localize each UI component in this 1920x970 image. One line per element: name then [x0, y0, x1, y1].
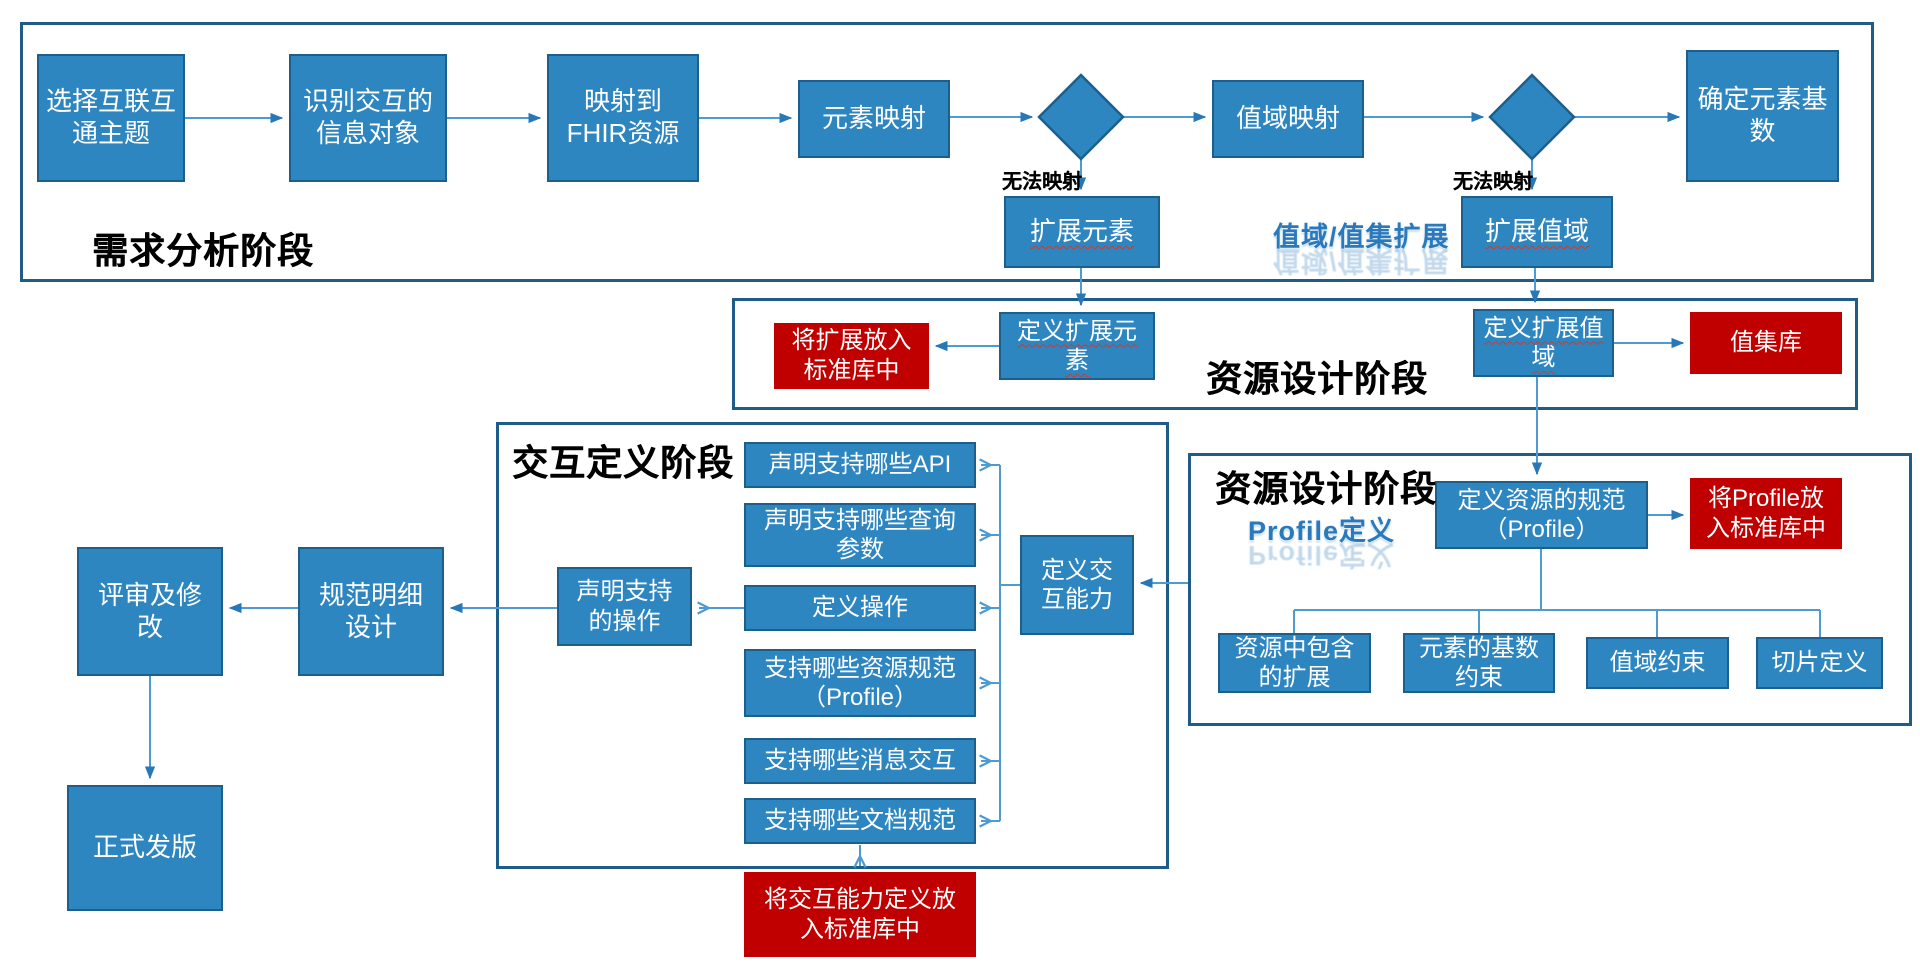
- title-interaction-definition: 交互定义阶段: [512, 442, 735, 483]
- wordart-valueset-extension: 值域/值集扩展 值域/值集扩展: [1273, 222, 1450, 277]
- node-declare-api: 声明支持哪些API: [744, 442, 976, 488]
- node-define-resource-profile: 定义资源的规范 （Profile）: [1435, 481, 1648, 549]
- node-slice-definition: 切片定义: [1756, 637, 1883, 689]
- title-requirements-analysis: 需求分析阶段: [92, 230, 315, 271]
- node-put-profile-library: 将Profile放 入标准库中: [1690, 478, 1842, 549]
- wordart-valueset-extension-text: 值域/值集扩展: [1273, 222, 1450, 252]
- node-element-mapping: 元素映射: [798, 80, 950, 158]
- wordart-profile-definition-reflection: Profile定义: [1248, 540, 1396, 570]
- node-define-capability: 定义交 互能力: [1020, 535, 1134, 635]
- node-define-ext-valueset: 定义扩展值 域: [1473, 309, 1614, 377]
- node-support-messages: 支持哪些消息交互: [744, 738, 976, 784]
- node-support-documents: 支持哪些文档规范: [744, 798, 976, 844]
- panel-requirements-analysis: [20, 22, 1874, 282]
- label-cannot-map-2: 无法映射: [1453, 171, 1533, 193]
- node-valueset-mapping: 值域映射: [1212, 80, 1364, 158]
- node-map-fhir: 映射到 FHIR资源: [547, 54, 699, 182]
- node-put-capability-library: 将交互能力定义放 入标准库中: [744, 872, 976, 957]
- node-declare-query-params: 声明支持哪些查询 参数: [744, 503, 976, 567]
- node-extend-valueset: 扩展值域: [1461, 196, 1613, 268]
- node-identify-objects: 识别交互的 信息对象: [289, 54, 447, 182]
- panel-interaction-definition: [496, 422, 1169, 869]
- node-declare-operations: 声明支持 的操作: [557, 567, 692, 646]
- node-review-modify: 评审及修 改: [77, 547, 223, 676]
- node-define-operation: 定义操作: [744, 585, 976, 631]
- node-valueset-constraint: 值域约束: [1586, 637, 1729, 689]
- node-resource-extensions: 资源中包含 的扩展: [1218, 633, 1371, 693]
- wordart-valueset-extension-reflection: 值域/值集扩展: [1273, 246, 1450, 276]
- node-define-ext-element: 定义扩展元 素: [999, 312, 1155, 380]
- wordart-profile-definition-text: Profile定义: [1248, 516, 1396, 546]
- node-confirm-cardinality: 确定元素基 数: [1686, 50, 1839, 182]
- wordart-profile-definition: Profile定义 Profile定义: [1248, 516, 1396, 571]
- title-resource-design-mid: 资源设计阶段: [1206, 358, 1429, 399]
- node-select-topic: 选择互联互 通主题: [37, 54, 185, 182]
- node-valueset-library: 值集库: [1690, 312, 1842, 374]
- panel-resource-design-right: [1188, 453, 1912, 726]
- node-put-extension-library: 将扩展放入 标准库中: [774, 323, 929, 389]
- node-element-cardinality: 元素的基数 约束: [1403, 633, 1555, 693]
- panel-resource-design-mid: [732, 298, 1858, 410]
- label-cannot-map-1: 无法映射: [1002, 171, 1082, 193]
- title-resource-design-right: 资源设计阶段: [1215, 468, 1438, 509]
- node-detail-design: 规范明细 设计: [298, 547, 444, 676]
- node-official-release: 正式发版: [67, 785, 223, 911]
- node-extend-element: 扩展元素: [1004, 196, 1160, 268]
- node-support-profiles: 支持哪些资源规范 （Profile）: [744, 649, 976, 717]
